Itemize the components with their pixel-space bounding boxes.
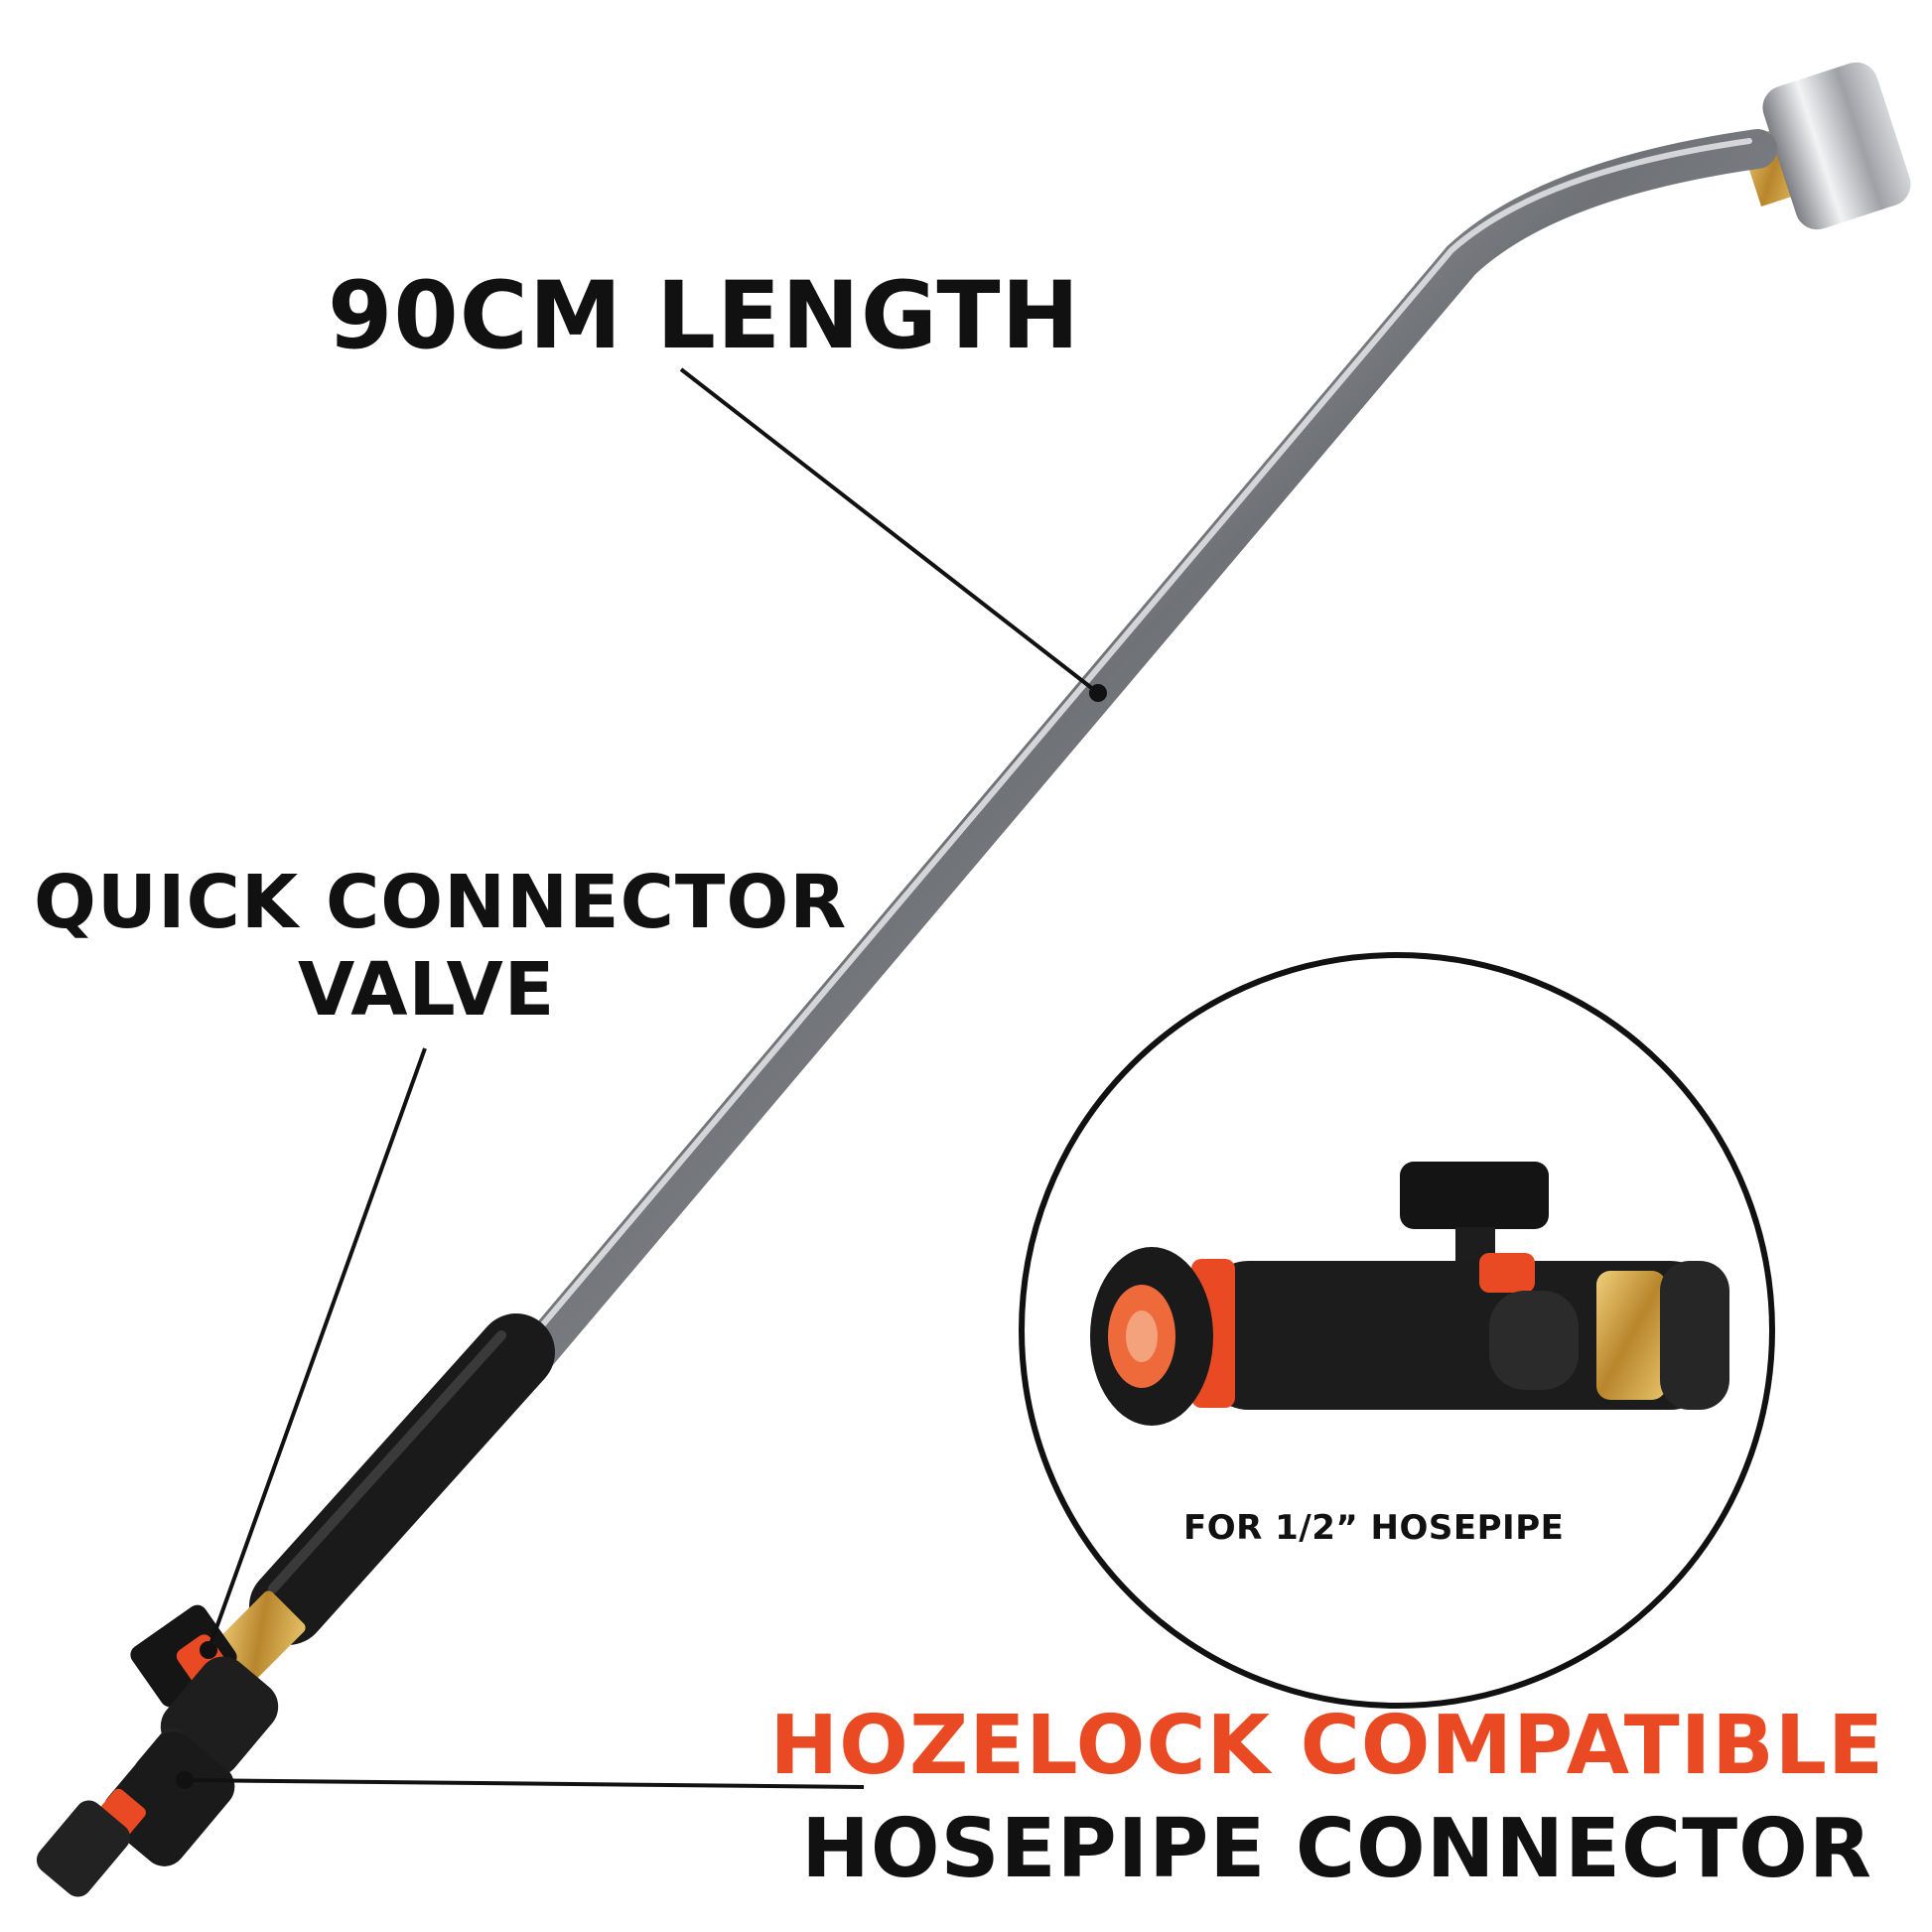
leader-dot-valve	[200, 1641, 217, 1659]
hosepipe-connector	[36, 1731, 235, 1897]
steel-pipe-highlight	[518, 138, 1752, 1353]
length-label: 90CM LENGTH	[328, 262, 1081, 370]
brass-fitting	[214, 1590, 306, 1682]
inset-brass-thread	[1596, 1271, 1666, 1400]
leader-line-length	[679, 367, 1100, 695]
leader-dot-length	[1089, 684, 1107, 702]
hosepipe-connector-label: HOSEPIPE CONNECTOR	[801, 1802, 1872, 1896]
inset-inlet-hole	[1126, 1311, 1158, 1362]
detail-inset	[1019, 952, 1775, 1709]
leader-dot-connector	[176, 1771, 194, 1789]
quick-connector-label: QUICK CONNECTOR	[34, 860, 848, 945]
foam-grip	[249, 1313, 555, 1645]
inset-grip-pad	[1489, 1291, 1579, 1390]
valve-label: VALVE	[298, 947, 556, 1033]
inset-orange-lever	[1479, 1253, 1535, 1293]
hozelock-compatible-label: HOZELOCK COMPATIBLE	[769, 1699, 1884, 1793]
foam-grip-shine	[268, 1330, 506, 1593]
leader-line-connector	[184, 1778, 865, 1789]
steel-pipe	[511, 129, 1777, 1380]
inset-valve-body	[1201, 1261, 1718, 1410]
leader-line-valve	[207, 1047, 427, 1651]
inset-caption: FOR 1/2” HOSEPIPE	[1183, 1508, 1565, 1548]
inset-hose	[1660, 1261, 1729, 1410]
